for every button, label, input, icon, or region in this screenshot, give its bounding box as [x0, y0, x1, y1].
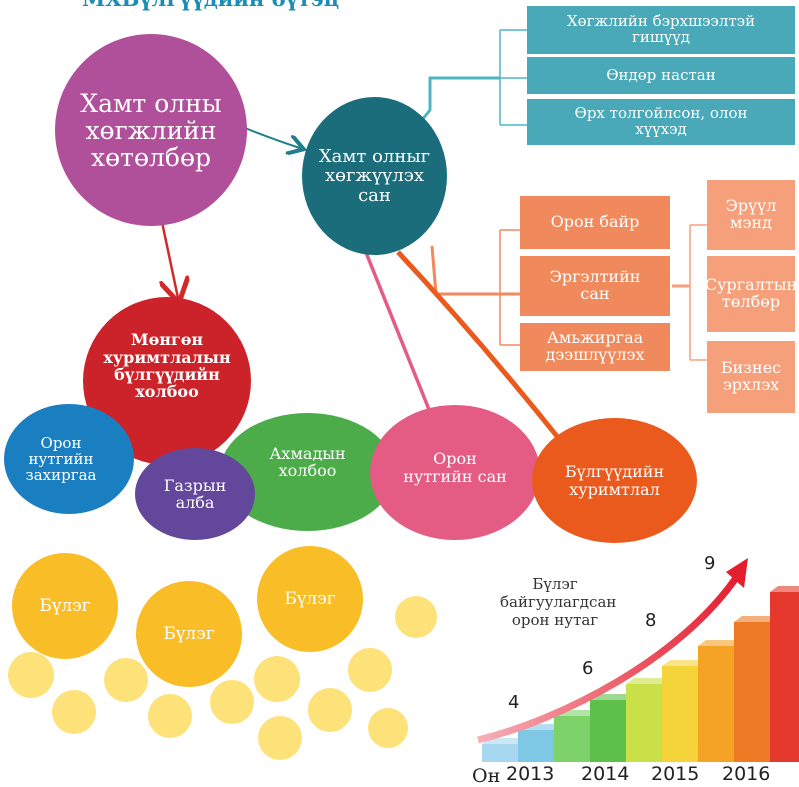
chart-bar	[626, 684, 662, 762]
use-label-2: Амьжиргаа дээшлүүлэх	[545, 328, 645, 364]
chart-bar	[590, 700, 626, 762]
use-box-revolving: Эргэлтийн сан	[520, 256, 670, 316]
local-fund-circle: Орон нутгийн сан	[370, 405, 540, 540]
target-box-elderly: Өндөр настан	[527, 57, 795, 94]
arrow-program-to-fund	[244, 127, 300, 148]
x-tick-label: 2016	[722, 763, 771, 785]
elderly-union-label: Ахмадын холбоо	[269, 443, 346, 480]
growth-arrow	[477, 573, 741, 744]
sub-label-0: Эрүүл мэнд	[725, 196, 777, 232]
dot-circle	[348, 648, 392, 692]
chart-bar-top	[662, 660, 706, 666]
chart-bar	[698, 646, 734, 762]
chart-bar	[662, 666, 698, 762]
use-box-housing: Орон байр	[520, 196, 670, 249]
chart-bar-top	[590, 694, 634, 700]
data-label: 6	[582, 658, 594, 679]
target-label-2: Өрх толгойлсон, олон хүүхэд	[574, 104, 748, 138]
local-gov-circle: Орон нутгийн захиргаа	[4, 404, 134, 514]
dot-circle	[8, 652, 54, 698]
dot-circle	[148, 694, 192, 738]
dot-circle	[104, 658, 148, 702]
dot-circle	[308, 688, 352, 732]
chart-bar	[518, 730, 554, 762]
data-label: 8	[645, 610, 657, 631]
dot-circle	[254, 656, 300, 702]
silver-label: Мөнгөн хуримтлалын бүлгүүдийн холбоо	[103, 330, 231, 402]
x-tick-label: 2015	[651, 763, 700, 785]
line-fund-to-group-savings	[396, 250, 562, 442]
arrow-program-to-silver	[162, 221, 178, 298]
use-box-livelihood: Амьжиргаа дээшлүүлэх	[520, 323, 670, 371]
group-savings-label: Бүлгүүдийн хуримтлал	[564, 462, 665, 499]
dot-circle	[395, 596, 437, 638]
line-fund-to-local-fund	[363, 249, 432, 413]
group-circle: Бүлэг	[257, 546, 363, 652]
program-circle: Хамт олны хөгжлийн хөтөлбөр	[55, 34, 247, 226]
x-tick-label: 2013	[506, 763, 555, 785]
use-label-1: Эргэлтийн сан	[549, 267, 641, 303]
group-label: Бүлэг	[39, 595, 91, 616]
dot-circle	[368, 708, 408, 748]
data-label: 9	[704, 553, 716, 574]
group-label: Бүлэг	[163, 623, 215, 644]
land-label: Газрын алба	[163, 475, 227, 512]
chart-bar-top	[770, 586, 799, 592]
fund-label: Хамт олныг хөгжүүлэх сан	[318, 145, 431, 206]
x-tick-label: 2014	[581, 763, 630, 785]
page-title: МХБүлгүүдийн бүтэц	[82, 0, 339, 11]
sub-label-2: Бизнес эрхлэх	[720, 358, 782, 394]
use-label-0: Орон байр	[550, 212, 640, 232]
bracket-sub	[689, 224, 707, 361]
sub-box-health: Эрүүл мэнд	[707, 180, 795, 250]
bracket-targets	[499, 29, 527, 126]
chart-bar-top	[734, 616, 778, 622]
chart-bar	[770, 592, 799, 762]
target-box-single-parent: Өрх толгойлсон, олон хүүхэд	[527, 99, 795, 145]
dot-circle	[210, 680, 254, 724]
local-fund-label: Орон нутгийн сан	[403, 449, 507, 486]
target-label-1: Өндөр настан	[606, 65, 716, 84]
land-circle: Газрын алба	[135, 448, 255, 540]
target-box-disabled: Хөгжлийн бэрхшээлтэй гишүүд	[527, 6, 795, 54]
dot-circle	[52, 690, 96, 734]
chart-bar	[482, 744, 518, 762]
group-savings-circle: Бүлгүүдийн хуримтлал	[532, 418, 697, 543]
chart-title: Бүлэг байгуулагдсан орон нутаг	[500, 575, 617, 629]
chart-bar	[734, 622, 770, 762]
chart-bar	[554, 716, 590, 762]
chart-bar-top	[698, 640, 742, 646]
sub-box-business: Бизнес эрхлэх	[707, 341, 795, 413]
dot-circle	[258, 716, 302, 760]
chart-bar-top	[626, 678, 670, 684]
target-label-0: Хөгжлийн бэрхшээлтэй гишүүд	[566, 12, 756, 46]
local-gov-label: Орон нутгийн захиргаа	[25, 433, 97, 485]
group-circle: Бүлэг	[136, 581, 242, 687]
sub-label-1: Сургалтын төлбөр	[704, 275, 798, 311]
x-axis-label: Он	[472, 765, 501, 787]
bracket-uses	[499, 229, 520, 346]
group-circle: Бүлэг	[12, 553, 118, 659]
data-label: 4	[508, 692, 520, 713]
program-label: Хамт олны хөгжлийн хөтөлбөр	[80, 88, 222, 172]
fund-circle: Хамт олныг хөгжүүлэх сан	[302, 97, 447, 255]
sub-box-tuition: Сургалтын төлбөр	[705, 256, 797, 332]
growth-arrow-head	[726, 558, 748, 588]
group-label: Бүлэг	[284, 588, 336, 609]
